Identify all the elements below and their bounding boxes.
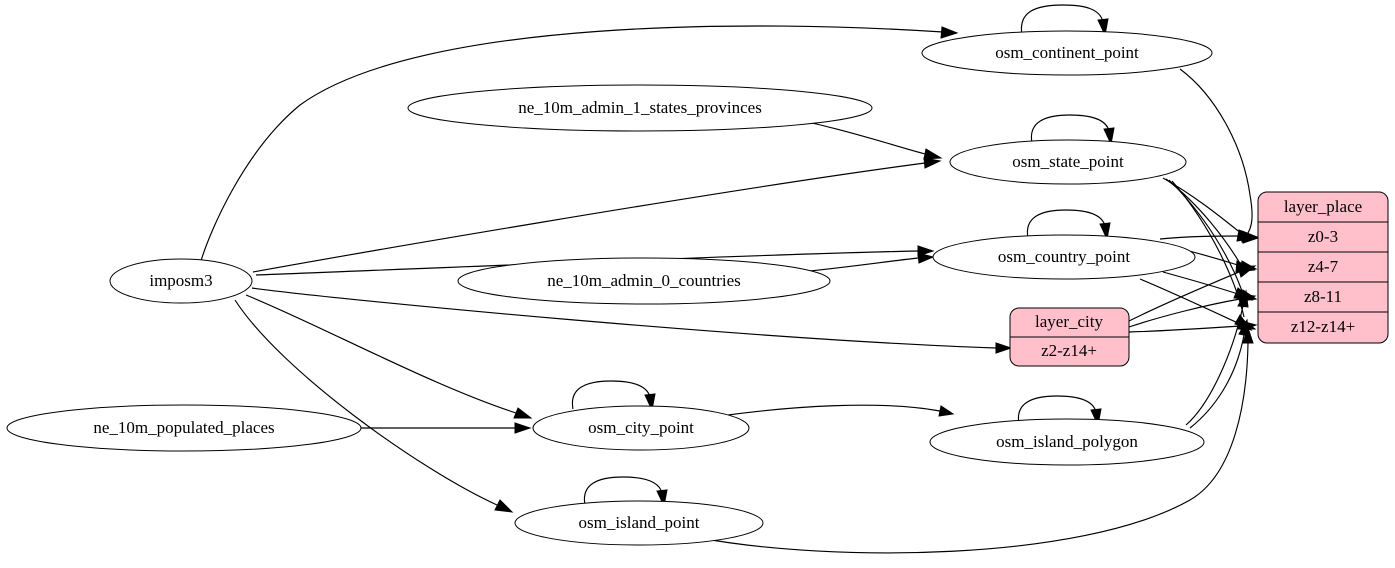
edge-layer [199, 4, 1260, 554]
node-osm_city_point[interactable]: osm_city_point [532, 405, 750, 451]
edge-ne_countries-to-osm_country_point [799, 252, 935, 273]
node-osm_country_point-label: osm_country_point [998, 247, 1130, 266]
layer_place-row-z4-7[interactable]: z4-7 [1308, 257, 1339, 276]
edge-imposm3-to-osm_city_point [245, 294, 533, 419]
node-layer_city[interactable]: layer_city z2-z14+ [1009, 307, 1130, 367]
node-osm_island_polygon[interactable]: osm_island_polygon [929, 418, 1205, 466]
edge-osm_island_point-to-layer_place-z12-z14 [699, 326, 1254, 554]
node-osm_island_point[interactable]: osm_island_point [514, 500, 764, 546]
layer_place-row-z0-3[interactable]: z0-3 [1308, 227, 1338, 246]
node-osm_state_point-label: osm_state_point [1012, 152, 1124, 171]
edge-osm_city_point-to-osm_island_polygon [712, 404, 955, 418]
edge-osm_continent_point-to-layer_place-z0-3 [1179, 68, 1260, 244]
edge-imposm3-to-osm_continent_point [199, 25, 959, 265]
node-ne_populated-label: ne_10m_populated_places [93, 418, 274, 437]
edge-osm_island_polygon-to-layer_place-z8-11 [1185, 289, 1249, 426]
node-osm_island_point-label: osm_island_point [579, 513, 700, 532]
node-imposm3[interactable]: imposm3 [109, 258, 253, 304]
edge-self-osm_country_point [1026, 209, 1111, 241]
edge-ne_populated-to-osm_city_point [360, 422, 532, 434]
node-ne_10m_admin_0_countries[interactable]: ne_10m_admin_0_countries [457, 257, 831, 305]
node-ne_10m_admin_1_states_provinces[interactable]: ne_10m_admin_1_states_provinces [407, 84, 873, 132]
edge-self-osm_state_point [1030, 114, 1115, 146]
layer_place-title: layer_place [1284, 197, 1362, 216]
node-ne_states-label: ne_10m_admin_1_states_provinces [518, 98, 762, 117]
layer_place-row-z12-z14[interactable]: z12-z14+ [1291, 317, 1355, 336]
node-ne_countries-label: ne_10m_admin_0_countries [547, 271, 741, 290]
layer_place-row-z8-11[interactable]: z8-11 [1304, 287, 1342, 306]
edge-self-osm_continent_point [1020, 4, 1109, 37]
edge-imposm3-to-osm_state_point [252, 157, 942, 273]
edge-ne_states-to-osm_state_point [811, 122, 943, 160]
node-imposm3-label: imposm3 [149, 271, 212, 290]
node-layer_place[interactable]: layer_place z0-3 z4-7 z8-11 z12-z14+ [1257, 191, 1389, 344]
edge-imposm3-to-layer_city [251, 287, 1013, 354]
layer_city-row-z2-z14[interactable]: z2-z14+ [1041, 341, 1097, 360]
edge-osm_country_point-to-layer_place-z0-3 [1159, 230, 1259, 243]
edge-layer_city-to-layer_place-z4-7 [1128, 265, 1257, 322]
node-osm_state_point[interactable]: osm_state_point [949, 139, 1187, 185]
node-osm_continent_point[interactable]: osm_continent_point [921, 30, 1213, 76]
node-osm_country_point[interactable]: osm_country_point [932, 234, 1196, 280]
layer_city-title: layer_city [1035, 312, 1103, 331]
node-osm_continent_point-label: osm_continent_point [995, 43, 1139, 62]
node-ne_10m_populated_places[interactable]: ne_10m_populated_places [6, 404, 362, 452]
edge-imposm3-to-osm_island_point [234, 299, 514, 513]
node-osm_city_point-label: osm_city_point [588, 418, 694, 437]
node-osm_island_polygon-label: osm_island_polygon [996, 432, 1138, 451]
node-layer: imposm3 ne_10m_admin_1_states_provinces … [6, 30, 1389, 546]
